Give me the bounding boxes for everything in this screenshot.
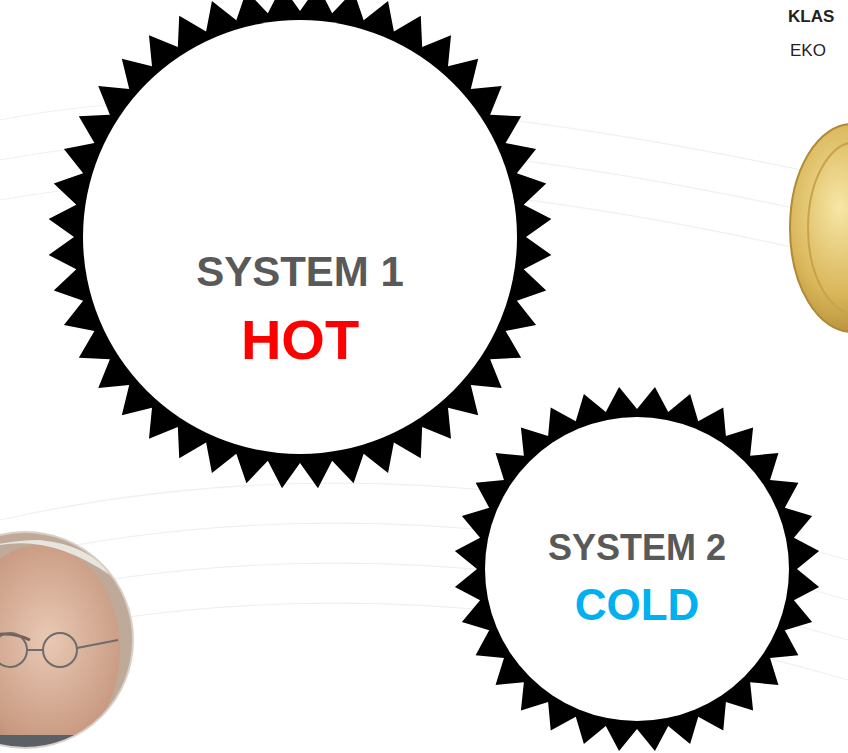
gear-subtitle: HOT [48, 309, 552, 371]
gear-subtitle: COLD [454, 581, 820, 629]
gear-teeth [49, 0, 552, 488]
coin-illustration [790, 124, 848, 332]
gear-node: SYSTEM 1 HOT [48, 0, 552, 489]
gear-title: SYSTEM 1 [48, 249, 552, 295]
gear-teeth [455, 387, 819, 751]
portrait-photo [0, 530, 140, 753]
gear-node: SYSTEM 2 COLD [454, 386, 820, 752]
gear-title: SYSTEM 2 [454, 528, 820, 568]
gear-face [83, 20, 517, 454]
header-text: KLAS [788, 8, 834, 27]
gear-face [485, 417, 789, 721]
gear-outline [48, 0, 552, 489]
gear-outline [454, 386, 820, 752]
header-text: EKO [790, 42, 826, 61]
